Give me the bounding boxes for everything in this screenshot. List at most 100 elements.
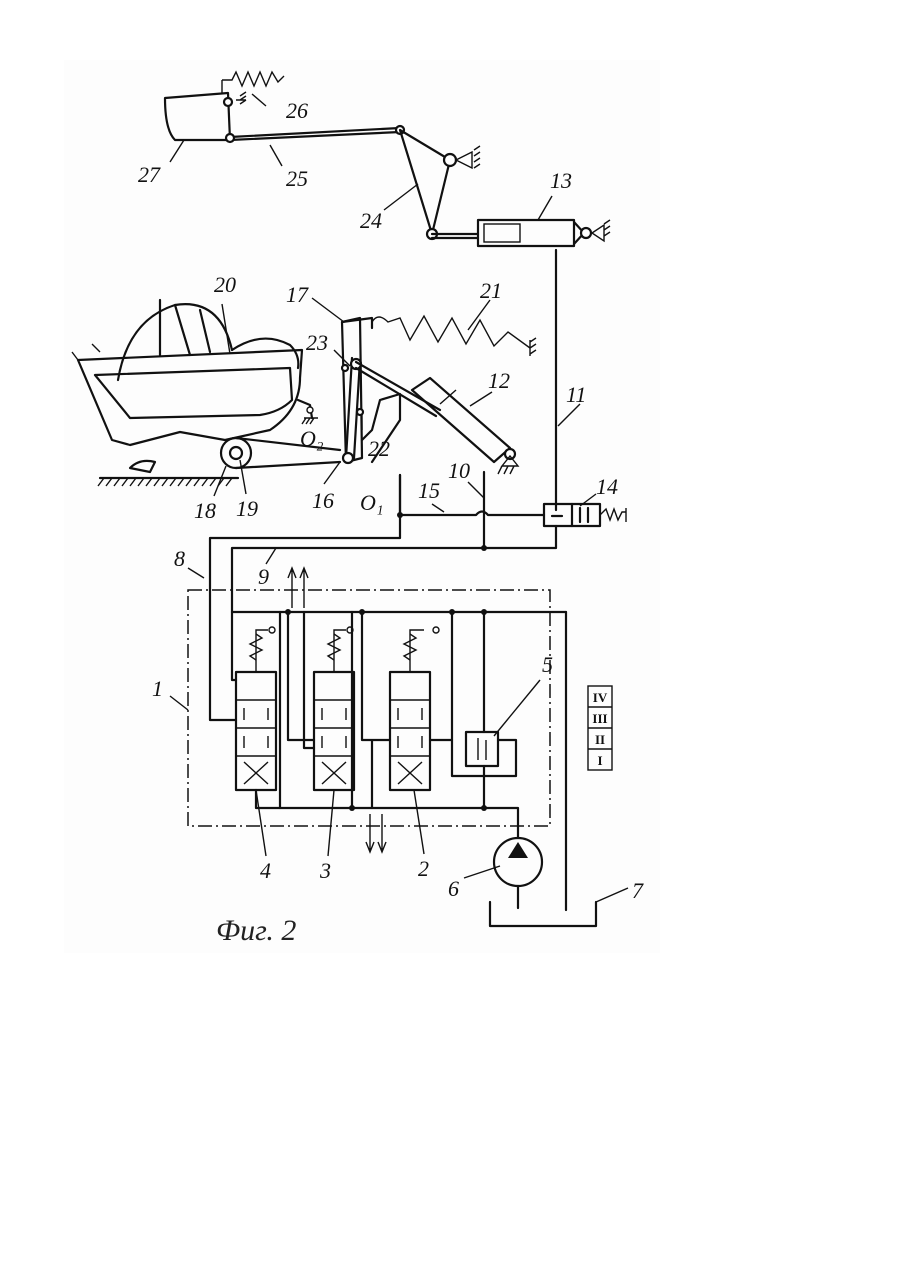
position-label-i: I — [597, 753, 602, 768]
label-17: 17 — [286, 282, 309, 307]
spring-14 — [600, 508, 626, 522]
label-27: 27 — [138, 162, 161, 187]
lever-17-top — [342, 318, 372, 328]
leader-25 — [270, 145, 282, 166]
label-12: 12 — [488, 368, 510, 393]
label-20: 20 — [214, 272, 236, 297]
leader-15 — [432, 504, 444, 512]
position-indicator-labels: IV III II I — [592, 690, 607, 768]
position-label-ii: II — [595, 732, 605, 747]
label-o2: O₂ — [300, 426, 324, 451]
pivot-12-fixed — [505, 449, 515, 459]
rod-13 — [432, 234, 478, 238]
pump-and-tank — [490, 838, 628, 926]
ground-26 — [236, 92, 246, 104]
node-e — [349, 805, 355, 811]
label-1: 1 — [152, 676, 163, 701]
leader-2 — [414, 790, 424, 854]
ground-o2 — [302, 418, 318, 424]
distributor-block-1 — [188, 590, 612, 910]
label-21: 21 — [480, 278, 502, 303]
pivot-o1 — [343, 453, 353, 463]
spring-26 — [222, 72, 284, 93]
leader-4 — [256, 790, 266, 856]
leader-8 — [188, 568, 204, 578]
label-25: 25 — [286, 166, 308, 191]
rod-25 — [230, 128, 400, 140]
line-15 — [400, 512, 544, 516]
tank-7 — [490, 902, 596, 926]
pivot-23 — [342, 365, 348, 371]
bucket-skid — [130, 461, 155, 472]
valve-4-symbols — [244, 708, 268, 784]
leader-6 — [464, 866, 500, 878]
label-22: 22 — [368, 436, 390, 461]
pivot-26 — [224, 98, 232, 106]
lever-24 — [400, 130, 450, 234]
piston-13 — [484, 224, 520, 242]
label-o1: O₁ — [360, 490, 384, 515]
valve-section-2 — [362, 612, 452, 808]
leader-17 — [312, 298, 344, 322]
label-5: 5 — [542, 652, 553, 677]
leader-1 — [170, 696, 188, 710]
spring-21 — [372, 316, 530, 348]
arrows-down-bottom — [366, 814, 386, 852]
label-7: 7 — [632, 878, 644, 903]
ground-hatch — [98, 478, 232, 486]
valve-2-knob — [433, 627, 439, 633]
ground-12 — [498, 456, 518, 474]
label-16: 16 — [312, 488, 334, 513]
label-4: 4 — [260, 858, 271, 883]
pivot-27-25 — [226, 134, 234, 142]
pivot-o2 — [307, 407, 313, 413]
pivot-13-fixed — [581, 228, 591, 238]
part-27-body — [165, 93, 230, 140]
valve-2-symbols — [398, 708, 422, 784]
axle-19 — [230, 447, 242, 459]
label-9: 9 — [258, 564, 269, 589]
leader-13 — [538, 196, 552, 220]
valve-3-connections — [288, 612, 352, 808]
relief-valve-5-detail — [478, 738, 486, 760]
label-26: 26 — [286, 98, 308, 123]
label-3: 3 — [319, 858, 331, 883]
upper-linkage — [165, 72, 610, 246]
label-19: 19 — [236, 496, 258, 521]
valve-2-stem — [410, 630, 424, 672]
leader-10 — [468, 482, 484, 498]
relief-valve-5-lines — [452, 612, 516, 808]
tank-7-leader — [596, 888, 628, 902]
valve-2-connections — [362, 612, 452, 808]
leader-12 — [470, 392, 492, 406]
leader-16 — [324, 462, 340, 484]
label-8: 8 — [174, 546, 185, 571]
label-15: 15 — [418, 478, 440, 503]
ground-13 — [592, 220, 610, 241]
position-label-iv: IV — [593, 690, 608, 705]
valve-3-symbols — [322, 708, 346, 784]
valve-14-detail — [552, 504, 588, 526]
label-13: 13 — [550, 168, 572, 193]
relief-valve-5 — [466, 732, 498, 766]
leader-24 — [384, 184, 418, 210]
arrows-up-top — [288, 568, 308, 608]
figure-caption: Фиг. 2 — [216, 914, 296, 947]
bucket-20 — [78, 350, 302, 445]
label-6: 6 — [448, 876, 459, 901]
leader-21 — [468, 300, 490, 330]
leader-5 — [494, 680, 540, 736]
valve-4-divisions — [236, 700, 276, 756]
link-16 — [346, 358, 360, 458]
leader-20 — [222, 304, 230, 354]
leader-9 — [266, 548, 276, 564]
drum-arc-outer — [118, 304, 232, 380]
leader-lines — [170, 94, 596, 878]
valve-4-knob — [269, 627, 275, 633]
leader-11 — [558, 404, 580, 426]
label-24: 24 — [360, 208, 382, 233]
valve-section-3 — [288, 612, 354, 808]
label-18: 18 — [194, 498, 216, 523]
label-10: 10 — [448, 458, 470, 483]
